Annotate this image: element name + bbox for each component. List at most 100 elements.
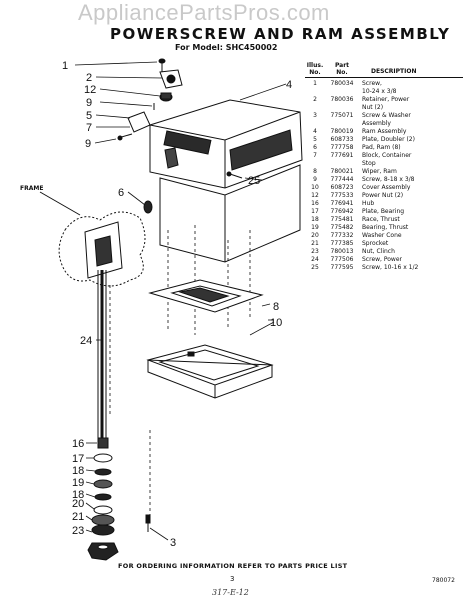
screw-3-drawing — [145, 514, 151, 532]
ordering-note: FOR ORDERING INFORMATION REFER TO PARTS … — [118, 562, 348, 570]
table-row: 10-24 x 3/8 — [305, 88, 463, 96]
illus-number — [305, 160, 325, 168]
part-description: Pad, Ram (8) — [362, 144, 401, 151]
part-number — [325, 88, 359, 96]
callout-label: 25 — [248, 175, 260, 187]
header-illus-line2: No. — [309, 69, 321, 76]
part-description: Sprocket — [362, 240, 389, 247]
part-number: 780034 — [330, 80, 354, 87]
watermark-text: AppliancePartsPros.com — [78, 0, 330, 25]
table-row: 12 777533 Power Nut (2) — [305, 192, 463, 200]
part-number: 775481 — [330, 216, 354, 223]
callout-label: 18 — [72, 465, 84, 477]
callout-label: 17 — [72, 453, 84, 465]
illus-number: 8 — [313, 168, 317, 175]
callout-label: 2 — [86, 72, 92, 84]
callout-label: 16 — [72, 438, 84, 450]
illus-number: 23 — [311, 248, 319, 255]
illus-number: 9 — [313, 176, 317, 183]
page-number: 3 — [230, 575, 235, 583]
part-description: Screw, Power — [362, 256, 402, 263]
part-description: Power Nut (2) — [362, 192, 404, 199]
illus-number: 4 — [313, 128, 317, 135]
header-illus-line1: Illus. — [306, 62, 324, 69]
callout-label: 6 — [118, 187, 124, 199]
parts-table-header: Illus. No. Part No. DESCRIPTION — [305, 62, 463, 78]
part-description: Ram Assembly — [362, 128, 407, 135]
cover-assembly-drawing — [146, 344, 274, 399]
callout-label: 19 — [72, 477, 84, 489]
callout-label: 20 — [72, 498, 84, 510]
illus-number: 20 — [311, 232, 319, 239]
illus-number: 18 — [311, 216, 319, 223]
part-description: Nut, Clinch — [362, 248, 395, 255]
callout-label: 5 — [86, 110, 92, 122]
part-description: Screw, 10-16 x 1/2 — [362, 264, 419, 271]
table-row: 21 777385 Sprocket — [305, 240, 463, 248]
part-number: 777332 — [330, 232, 354, 239]
alignment-lines — [109, 225, 251, 520]
illus-number: 2 — [313, 96, 317, 103]
illus-number: 7 — [313, 152, 317, 159]
header-part-line2: No. — [336, 69, 348, 76]
power-screw-drawing — [97, 270, 107, 440]
part-description: Race, Thrust — [362, 216, 400, 223]
part-description: Plate, Bearing — [362, 208, 405, 215]
illus-number: 12 — [311, 192, 319, 199]
wiper-drawing — [148, 279, 264, 313]
part-number: 777533 — [330, 192, 354, 199]
table-row: 18 775481 Race, Thrust — [305, 216, 463, 224]
illus-number — [305, 120, 325, 128]
part-description: Nut (2) — [362, 104, 384, 111]
part-number: 776942 — [330, 208, 354, 215]
callout-label: 23 — [72, 525, 84, 537]
part-description: Assembly — [362, 120, 391, 127]
screw-25-drawing — [226, 171, 243, 179]
part-description: Wiper, Ram — [362, 168, 397, 175]
part-number: 780013 — [330, 248, 354, 255]
part-number: 777758 — [330, 144, 354, 151]
illus-number: 3 — [313, 112, 317, 119]
ram-pad-drawing — [143, 200, 153, 214]
top-hardware-drawing — [117, 58, 183, 141]
illus-number — [305, 104, 325, 112]
illus-number: 21 — [311, 240, 319, 247]
header-description: DESCRIPTION — [371, 68, 417, 75]
part-description: Screw, — [362, 80, 382, 87]
callout-label: 9 — [85, 138, 91, 150]
part-description: Bearing, Thrust — [362, 224, 409, 231]
page-title: POWERSCREW AND RAM ASSEMBLY — [110, 25, 451, 43]
part-number: 777385 — [330, 240, 354, 247]
callout-label: 9 — [86, 97, 92, 109]
callout-label: 10 — [270, 317, 282, 329]
part-description: Stop — [362, 160, 376, 167]
table-row: Nut (2) — [305, 104, 463, 112]
callout-label: 18 — [72, 489, 84, 501]
part-number: 780019 — [330, 128, 354, 135]
bottom-bearing-stack-drawing — [87, 437, 119, 561]
callout-label: 12 — [84, 84, 96, 96]
illus-number: 5 — [313, 136, 317, 143]
callout-label: 4 — [286, 79, 292, 91]
part-description: Block, Container — [362, 152, 412, 159]
part-number: 608723 — [330, 184, 354, 191]
table-row: 23 780013 Nut, Clinch — [305, 248, 463, 256]
illus-number: 24 — [311, 256, 319, 263]
part-number: 776941 — [330, 200, 354, 207]
illus-number: 25 — [311, 264, 319, 271]
